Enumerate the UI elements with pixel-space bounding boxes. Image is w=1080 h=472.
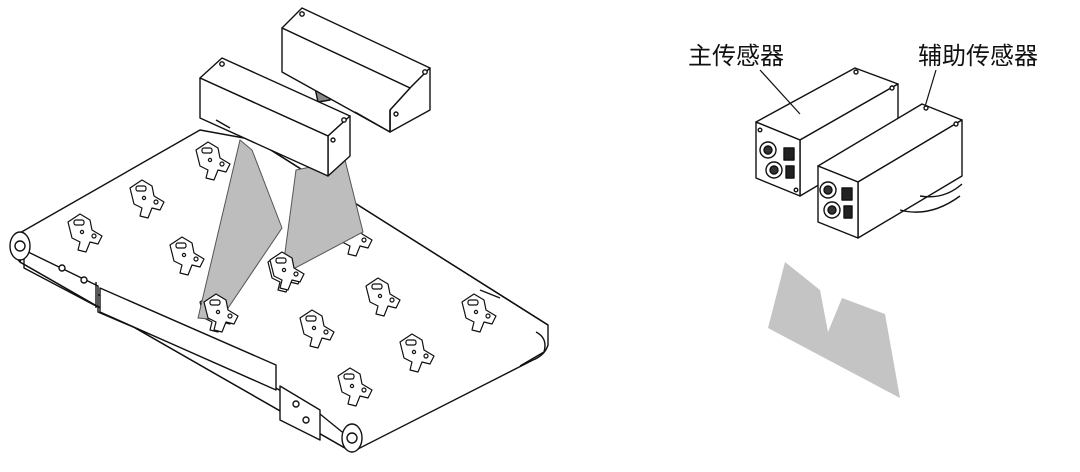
conveyor-assembly	[9, 129, 549, 453]
primary-sensor-label: 主传感器	[688, 42, 784, 70]
primary-sensor-box	[199, 57, 351, 177]
auxiliary-sensor-detail	[817, 103, 963, 239]
auxiliary-sensor-label: 辅助传感器	[918, 42, 1038, 70]
beam-primary	[197, 139, 283, 321]
auxiliary-sensor-box	[281, 7, 431, 133]
projected-beam-shape	[768, 262, 900, 398]
projected-beams	[768, 262, 900, 398]
